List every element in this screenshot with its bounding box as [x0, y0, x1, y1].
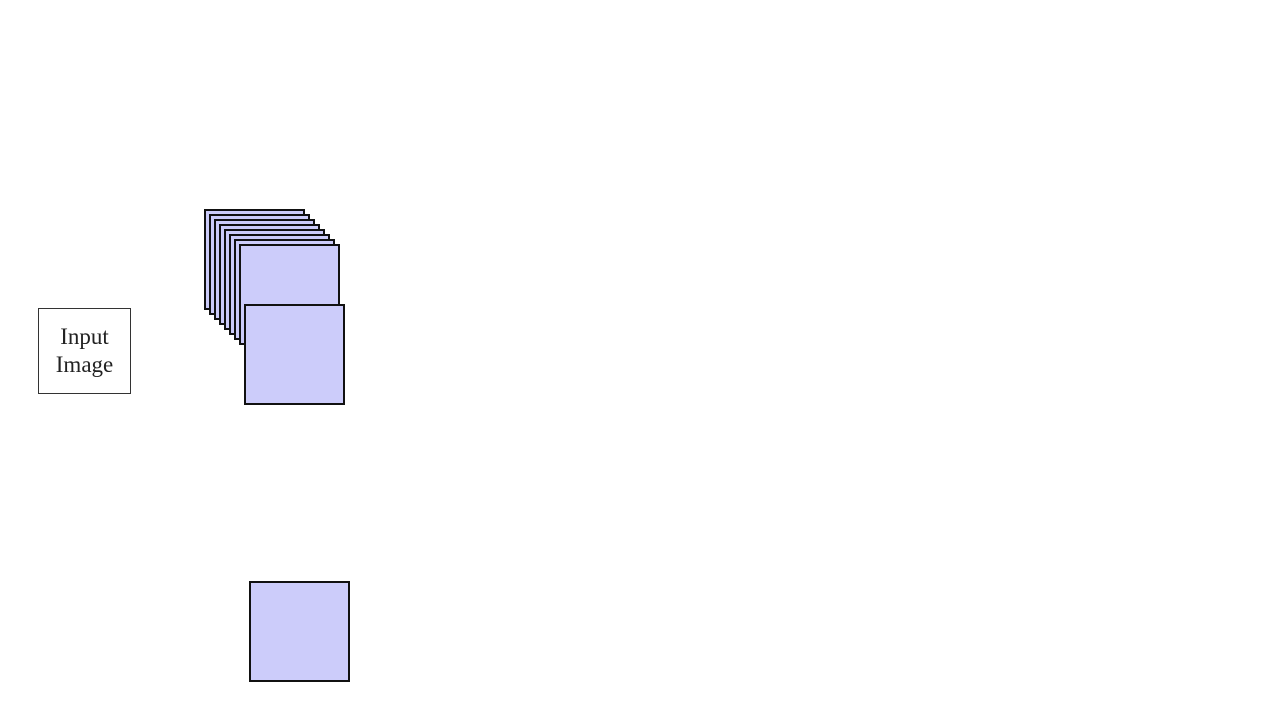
feature-map-bottom [249, 581, 350, 682]
feature-map-mid [244, 304, 345, 405]
input-image-label: Input Image [55, 324, 114, 377]
input-image-node: Input Image [38, 308, 131, 394]
